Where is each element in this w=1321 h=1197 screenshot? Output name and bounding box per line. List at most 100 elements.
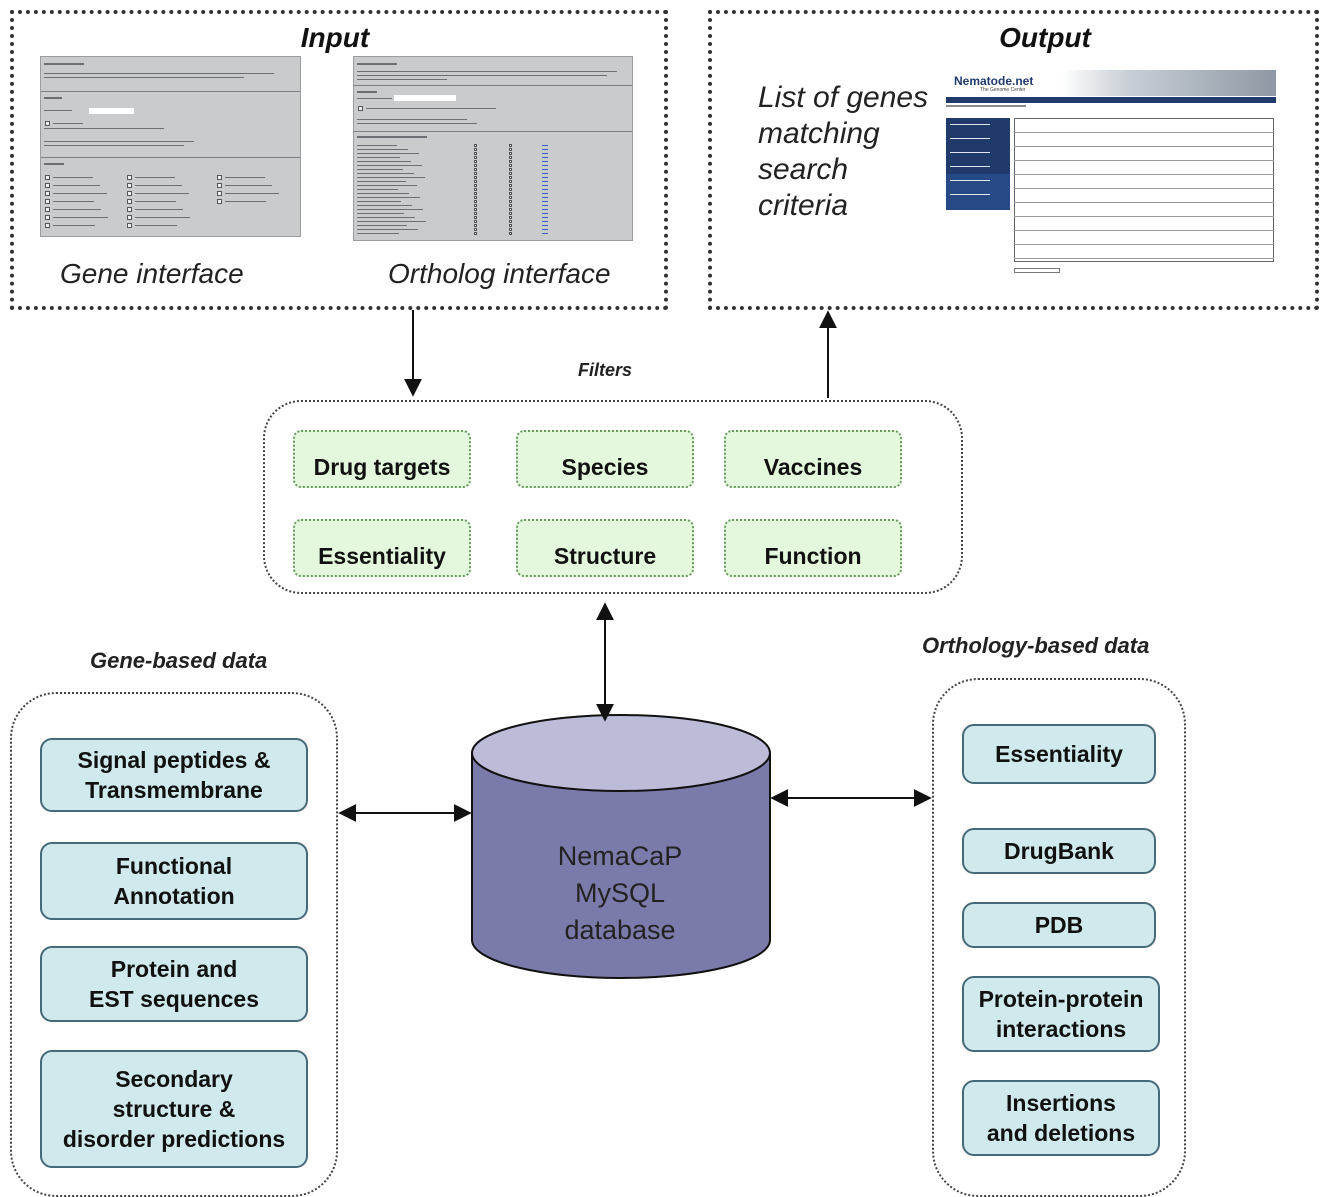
ortholog-species-line xyxy=(357,209,423,210)
ortholog-checkbox xyxy=(509,176,512,179)
filters-panel xyxy=(263,400,963,594)
output-panel xyxy=(708,10,1319,310)
ortholog-checkbox xyxy=(509,200,512,203)
filter-essentiality: Essentiality xyxy=(293,519,471,577)
species-checkbox xyxy=(45,199,50,204)
ortholog-link xyxy=(542,145,548,146)
filter-species: Species xyxy=(516,430,694,488)
filter-structure: Structure xyxy=(516,519,694,577)
ortholog-species-line xyxy=(357,229,418,230)
results-row-separator xyxy=(1014,202,1274,203)
species-checkbox xyxy=(127,199,132,204)
filters-title: Filters xyxy=(578,360,633,380)
species-checkbox xyxy=(127,207,132,212)
ortholog-checkbox xyxy=(474,168,477,171)
results-row-separator xyxy=(1014,188,1274,189)
ortholog-checkbox xyxy=(509,188,512,191)
ortholog-link xyxy=(542,181,548,182)
ortholog-checkbox xyxy=(509,232,512,235)
species-label-line xyxy=(225,185,272,186)
ortholog-link xyxy=(542,185,548,186)
ortholog-species-line xyxy=(357,169,403,170)
species-checkbox xyxy=(45,191,50,196)
species-label-line xyxy=(135,217,190,218)
ortholog-species-line xyxy=(357,225,407,226)
ortholog-species-line xyxy=(357,161,411,162)
site-nav-item xyxy=(950,166,990,167)
filter-function: Function xyxy=(724,519,902,577)
ortholog-species-line xyxy=(357,185,417,186)
site-logo: Nematode.net xyxy=(954,74,1034,88)
gene-protein-est: Protein and EST sequences xyxy=(40,946,308,1022)
ortholog-species-line xyxy=(357,189,398,190)
ortholog-link xyxy=(542,229,548,230)
site-nav-item xyxy=(950,124,990,125)
results-row-separator xyxy=(1014,244,1274,245)
ortholog-link xyxy=(542,217,548,218)
output-description: List of genes matching search criteria xyxy=(758,81,929,222)
ortholog-species-line xyxy=(357,221,426,222)
ortholog-checkbox xyxy=(509,144,512,147)
results-row-separator xyxy=(1014,132,1274,133)
site-nav-item xyxy=(950,152,990,153)
ortholog-checkbox xyxy=(509,204,512,207)
species-checkbox xyxy=(127,183,132,188)
ortholog-checkbox xyxy=(474,176,477,179)
species-checkbox xyxy=(45,175,50,180)
gene-based-title: Gene-based data xyxy=(90,648,268,673)
ortholog-link xyxy=(542,165,548,166)
results-row-separator xyxy=(1014,146,1274,147)
ortholog-checkbox xyxy=(509,192,512,195)
species-label-line xyxy=(135,209,183,210)
site-nav-item xyxy=(950,180,990,181)
ortholog-link xyxy=(542,209,548,210)
species-checkbox xyxy=(217,191,222,196)
ortholog-link xyxy=(542,225,548,226)
ortholog-species-line xyxy=(357,217,415,218)
ortholog-checkbox xyxy=(509,152,512,155)
species-checkbox xyxy=(217,175,222,180)
output-title: Output xyxy=(999,22,1091,53)
ortholog-checkbox xyxy=(474,192,477,195)
ortholog-species-line xyxy=(357,213,404,214)
results-table xyxy=(1014,118,1274,262)
species-checkbox xyxy=(217,183,222,188)
ortholog-species-line xyxy=(357,205,412,206)
species-checkbox xyxy=(45,183,50,188)
species-checkbox xyxy=(127,191,132,196)
species-checkbox xyxy=(45,215,50,220)
results-row-separator xyxy=(1014,216,1274,217)
ortholog-link xyxy=(542,153,548,154)
ortholog-species-line xyxy=(357,181,406,182)
species-checkbox xyxy=(45,207,50,212)
gene-functional-annotation: Functional Annotation xyxy=(40,842,308,920)
ortholog-checkbox xyxy=(509,172,512,175)
ortholog-checkbox xyxy=(474,228,477,231)
species-checkbox xyxy=(127,215,132,220)
species-label-line xyxy=(135,193,189,194)
ortholog-link xyxy=(542,189,548,190)
ortholog-checkbox xyxy=(474,224,477,227)
ortho-pdb: PDB xyxy=(962,902,1156,948)
ortholog-species-line xyxy=(357,149,408,150)
site-nav-item xyxy=(950,194,990,195)
ortholog-checkbox xyxy=(509,228,512,231)
species-label-line xyxy=(135,185,182,186)
species-label-line xyxy=(225,177,265,178)
ortholog-link xyxy=(542,201,548,202)
species-label-line xyxy=(53,217,108,218)
ortholog-species-line xyxy=(357,233,399,234)
ortholog-checkbox xyxy=(474,152,477,155)
ortholog-link xyxy=(542,173,548,174)
ortholog-checkbox xyxy=(474,204,477,207)
ortholog-checkbox xyxy=(474,172,477,175)
ortholog-checkbox xyxy=(474,160,477,163)
ortholog-checkbox xyxy=(509,220,512,223)
ortholog-species-line xyxy=(357,201,401,202)
gene-interface-screenshot xyxy=(40,56,301,237)
input-title: Input xyxy=(300,22,370,53)
ortholog-checkbox xyxy=(509,216,512,219)
species-label-line xyxy=(135,225,177,226)
ortho-drugbank: DrugBank xyxy=(962,828,1156,874)
